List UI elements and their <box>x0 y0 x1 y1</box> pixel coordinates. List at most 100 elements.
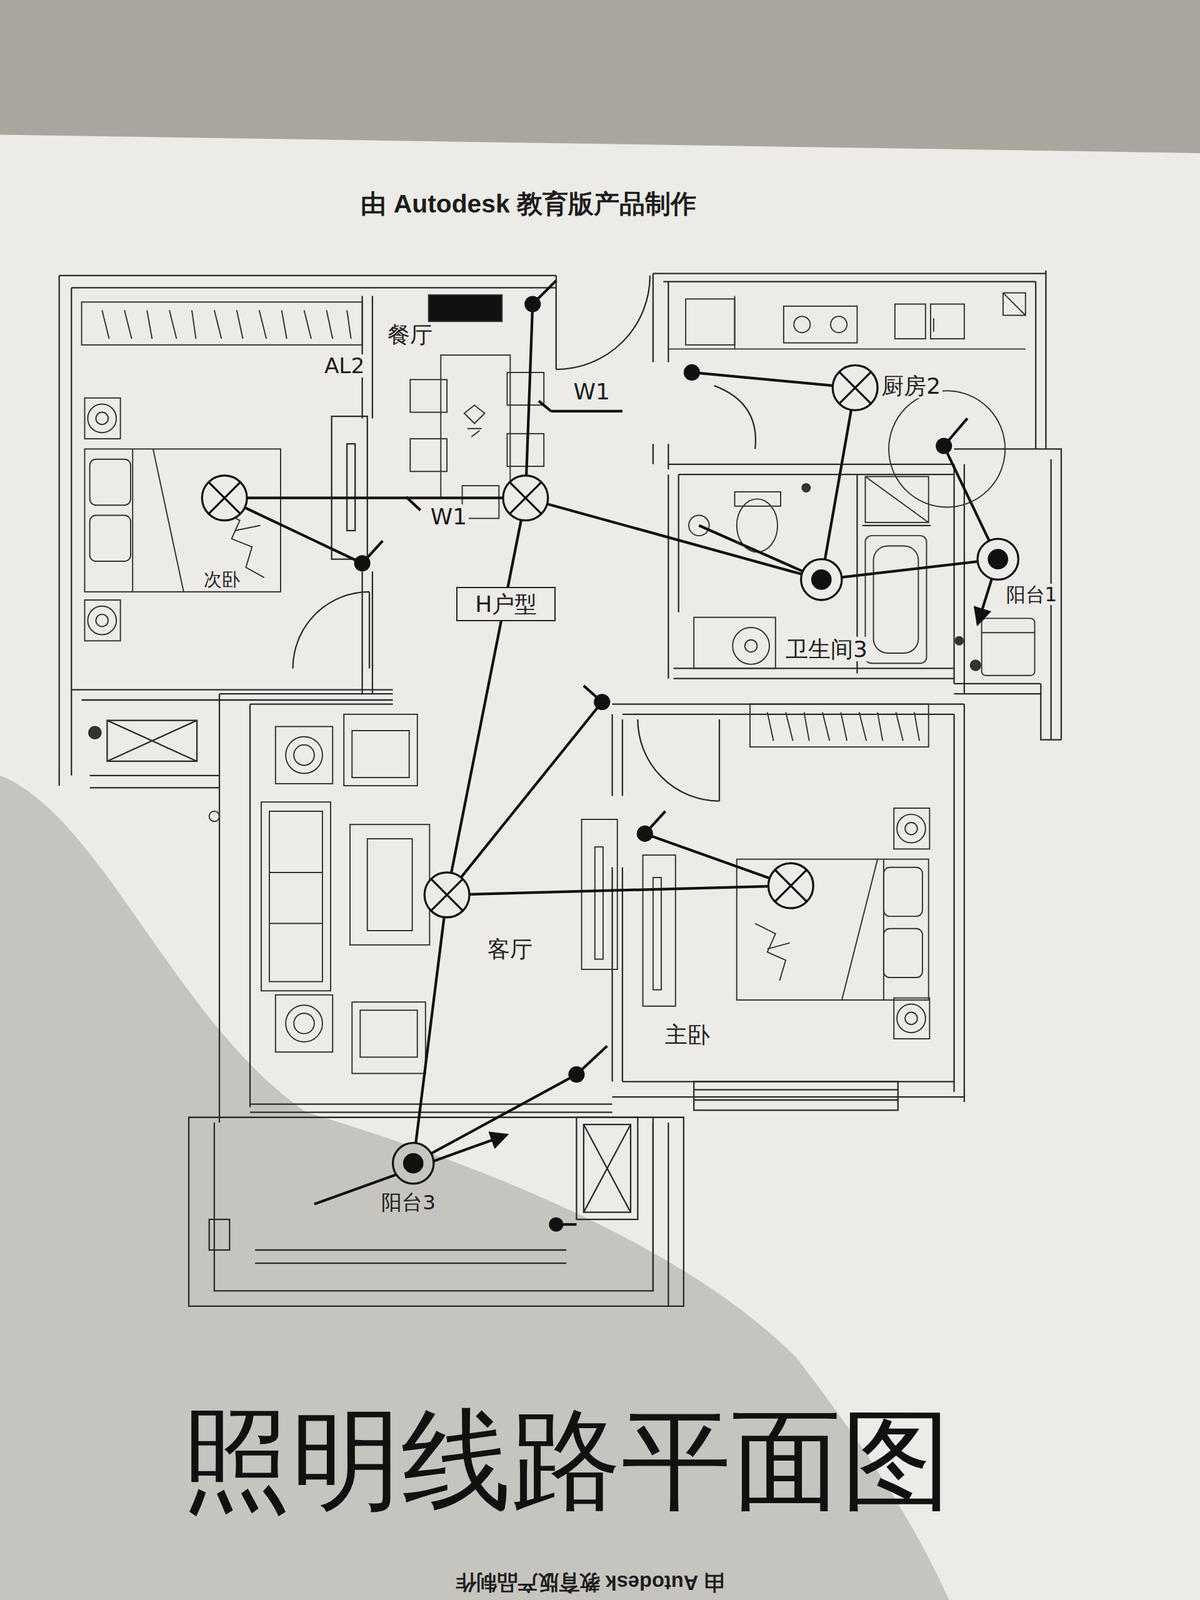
circuit-label: W1 <box>428 504 469 530</box>
furniture <box>643 855 676 1007</box>
furniture <box>865 476 929 522</box>
furniture <box>801 483 810 492</box>
furniture <box>685 298 735 345</box>
furniture <box>955 636 964 645</box>
furniture <box>367 838 413 931</box>
switch-dot <box>568 1066 585 1083</box>
wall <box>346 443 355 531</box>
furniture <box>101 310 351 339</box>
furniture <box>85 448 281 592</box>
furniture <box>896 1004 926 1034</box>
furniture <box>275 995 333 1052</box>
furniture <box>930 304 965 340</box>
furniture <box>285 1005 323 1042</box>
furniture <box>85 600 121 641</box>
furniture <box>95 614 109 627</box>
wall <box>71 690 393 700</box>
lighting-wire <box>691 372 855 388</box>
furniture <box>905 822 918 835</box>
furniture <box>888 390 1005 507</box>
furniture <box>293 745 315 766</box>
wall <box>250 1104 613 1113</box>
room-name: 厨房2 <box>879 373 943 399</box>
wall <box>255 1117 669 1307</box>
lamp-symbol <box>509 481 542 515</box>
furniture <box>905 1012 918 1025</box>
wall <box>693 1090 899 1100</box>
lighting-wire <box>406 496 421 510</box>
furniture <box>88 726 102 739</box>
lamp-symbol <box>208 481 241 515</box>
lighting-wire <box>224 496 526 500</box>
watermark: 由 Autodesk 教育版产品制作 <box>455 1571 725 1594</box>
lamp-symbol <box>838 371 872 404</box>
wall <box>556 275 650 370</box>
furniture <box>464 405 485 437</box>
wall <box>90 775 220 789</box>
lamp-symbol <box>801 559 842 600</box>
lamp-symbol <box>393 1143 434 1184</box>
furniture <box>293 1013 315 1034</box>
wall <box>693 1081 899 1111</box>
furniture <box>351 1001 426 1074</box>
room-name: 次卧 <box>201 569 242 590</box>
type-box: H户型 <box>456 586 556 622</box>
furniture <box>841 859 884 1000</box>
furniture <box>865 535 927 664</box>
wall <box>583 1124 631 1212</box>
lighting-wire <box>446 685 602 895</box>
lamp-symbol <box>503 475 549 521</box>
furniture <box>693 617 776 669</box>
lighting-wire <box>224 280 999 1225</box>
lighting-wire <box>821 559 998 580</box>
furniture <box>595 846 604 960</box>
furniture <box>873 545 919 653</box>
lighting-wire <box>413 895 447 1164</box>
furniture <box>269 811 323 982</box>
furniture <box>440 355 510 499</box>
room-name: 餐厅 <box>387 322 433 348</box>
wall <box>637 719 720 802</box>
furniture <box>783 306 858 344</box>
room-name: 卫生间3 <box>783 636 870 662</box>
lamp-symbol <box>988 550 1007 569</box>
furniture <box>285 736 323 774</box>
switch-dot <box>354 295 953 1232</box>
switch-dot <box>636 825 654 842</box>
furniture <box>87 606 117 635</box>
wall <box>209 1219 230 1250</box>
type-label: H户型 <box>475 591 537 617</box>
wall <box>106 720 197 762</box>
circuit-label: W1 <box>573 379 610 405</box>
furniture <box>95 412 109 425</box>
switch-dot <box>524 295 541 312</box>
furniture <box>865 476 929 522</box>
furniture <box>745 640 758 653</box>
furniture <box>209 811 220 822</box>
furniture <box>653 877 662 990</box>
furniture <box>970 660 981 670</box>
furniture <box>350 824 430 945</box>
lamp-symbol <box>812 570 831 589</box>
furniture <box>755 923 790 981</box>
lighting-wire <box>645 811 791 886</box>
furniture <box>732 627 770 665</box>
furniture <box>895 304 926 340</box>
furniture <box>87 404 117 434</box>
lighting-wire <box>821 387 855 580</box>
wall <box>59 270 1062 1307</box>
lamp-symbol <box>832 365 878 410</box>
furniture <box>90 515 131 561</box>
furniture <box>261 801 331 991</box>
furniture <box>750 704 929 748</box>
furniture <box>1003 293 1026 316</box>
furniture <box>581 819 618 970</box>
furniture <box>793 316 810 333</box>
lamp-symbol <box>201 475 247 521</box>
furniture <box>132 448 184 592</box>
wall <box>612 704 965 1103</box>
